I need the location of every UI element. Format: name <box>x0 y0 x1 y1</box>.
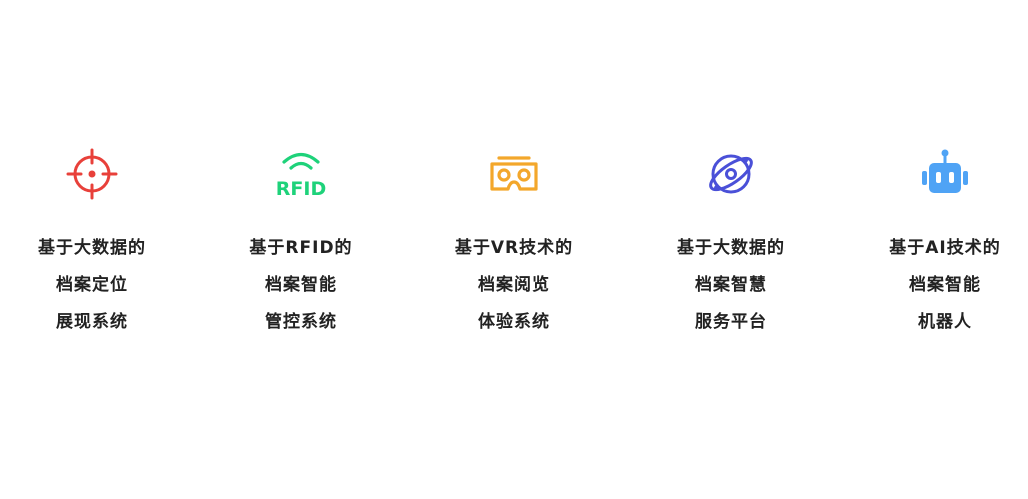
feature-label-line: 档案智能 <box>908 275 981 295</box>
feature-label-line: 档案智能 <box>264 275 337 295</box>
feature-label: 基于VR技术的 档案阅览 体验系统 <box>455 230 573 341</box>
feature-label-line: 管控系统 <box>264 312 337 332</box>
atom-icon <box>701 144 761 204</box>
vr-headset-icon <box>484 144 544 204</box>
feature-location-display: 基于大数据的 档案定位 展现系统 <box>2 144 182 341</box>
feature-smart-service: 基于大数据的 档案智慧 服务平台 <box>641 144 821 341</box>
feature-label-line: 档案阅览 <box>478 275 550 295</box>
feature-label-line: 档案智慧 <box>695 275 767 295</box>
feature-label-line: 基于AI技术的 <box>889 238 1001 258</box>
feature-label-line: 展现系统 <box>56 312 128 332</box>
feature-label: 基于RFID的 档案智能 管控系统 <box>249 230 352 341</box>
crosshair-icon <box>62 144 122 204</box>
rfid-icon: RFID <box>271 144 331 204</box>
feature-label-line: 基于大数据的 <box>677 238 785 258</box>
feature-rfid-control: RFID 基于RFID的 档案智能 管控系统 <box>211 144 391 341</box>
feature-label: 基于AI技术的 档案智能 机器人 <box>889 230 1000 341</box>
feature-label: 基于大数据的 档案智慧 服务平台 <box>677 230 785 341</box>
rfid-icon-text: RFID <box>276 178 326 200</box>
feature-ai-robot: 基于AI技术的 档案智能 机器人 <box>855 144 1028 341</box>
robot-icon <box>915 144 975 204</box>
feature-label-line: 基于大数据的 <box>38 238 146 258</box>
feature-label: 基于大数据的 档案定位 展现系统 <box>38 230 146 341</box>
feature-label-line: 服务平台 <box>695 312 767 332</box>
feature-label-line: 体验系统 <box>478 312 550 332</box>
feature-label-line: 机器人 <box>917 312 972 332</box>
feature-label-line: 档案定位 <box>56 275 128 295</box>
feature-label-line: 基于RFID的 <box>249 238 353 258</box>
feature-label-line: 基于VR技术的 <box>454 238 574 258</box>
feature-vr-reading: 基于VR技术的 档案阅览 体验系统 <box>424 144 604 341</box>
